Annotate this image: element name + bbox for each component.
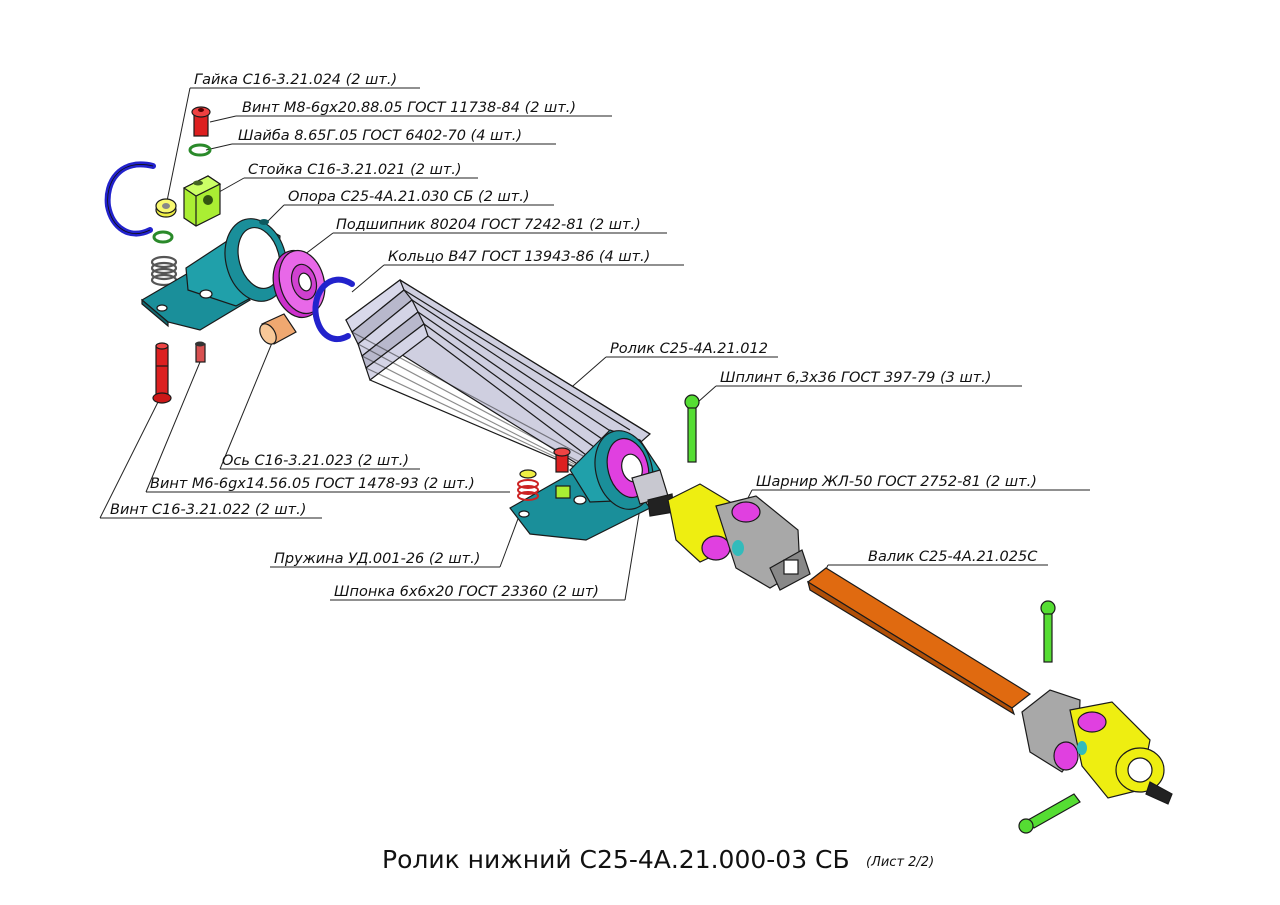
callout-nut: Гайка С16-3.21.024 (2 шт.) [194,72,397,88]
support-left-part [140,218,288,331]
stand-part [182,175,222,227]
washer-part-2 [152,230,174,244]
bearing-left-part [272,249,326,319]
drawing-title: Ролик нижний С25-4А.21.000-03 СБ [382,845,850,874]
callout-support: Опора С25-4А.21.030 СБ (2 шт.) [288,189,530,205]
callout-screw-c16: Винт С16-3.21.022 (2 шт.) [110,502,306,518]
callout-shaft: Валик С25-4А.21.025С [868,549,1038,565]
callout-spring: Пружина УД.001-26 (2 шт.) [274,551,480,567]
callout-screw-m8: Винт М8-6gх20.88.05 ГОСТ 11738-84 (2 шт.… [242,100,576,116]
shaft-part [806,567,1032,716]
callout-labels: Гайка С16-3.21.024 (2 шт.) Винт М8-6gх20… [110,72,1038,600]
shaft-stub [631,469,675,517]
screw-spring-assembled [517,447,571,501]
callout-bearing: Подшипник 80204 ГОСТ 7242-81 (2 шт.) [336,217,641,233]
washer-part [188,143,212,157]
callout-axle: Ось С16-3.21.023 (2 шт.) [222,453,409,469]
callout-ring: Кольцо В47 ГОСТ 13943-86 (4 шт.) [388,249,650,265]
callout-roller: Ролик С25-4А.21.012 [610,341,768,357]
cotter-pin-right [1040,600,1056,663]
cotter-pin-top [684,394,700,463]
callout-washer: Шайба 8.65Г.05 ГОСТ 6402-70 (4 шт.) [238,128,522,144]
cotter-pin-bottom [1018,793,1081,834]
spring-part [150,255,178,287]
callout-key: Шпонка 6х6х20 ГОСТ 23360 (2 шт) [334,584,599,600]
universal-joint-top [667,483,811,591]
leader-lines [99,87,1090,601]
universal-joint-bottom [1021,689,1173,805]
retaining-ring-left [104,161,156,237]
callout-screw-m6: Винт М6-6gх14.56.05 ГОСТ 1478-93 (2 шт.) [150,476,475,492]
retaining-ring-mid [312,276,355,343]
sheet-number: (Лист 2/2) [866,855,934,870]
roller-part [344,279,652,479]
callout-stand: Стойка С16-3.21.021 (2 шт.) [248,162,462,178]
screw-c16-part [152,342,172,404]
callout-joint: Шарнир ЖЛ-50 ГОСТ 2752-81 (2 шт.) [756,474,1037,490]
screw-m8-part [191,106,211,137]
callout-cotter: Шплинт 6,3х36 ГОСТ 397-79 (3 шт.) [720,370,991,386]
nut-part [155,198,177,218]
screw-m6-part [195,341,206,363]
axle-part [259,313,297,345]
